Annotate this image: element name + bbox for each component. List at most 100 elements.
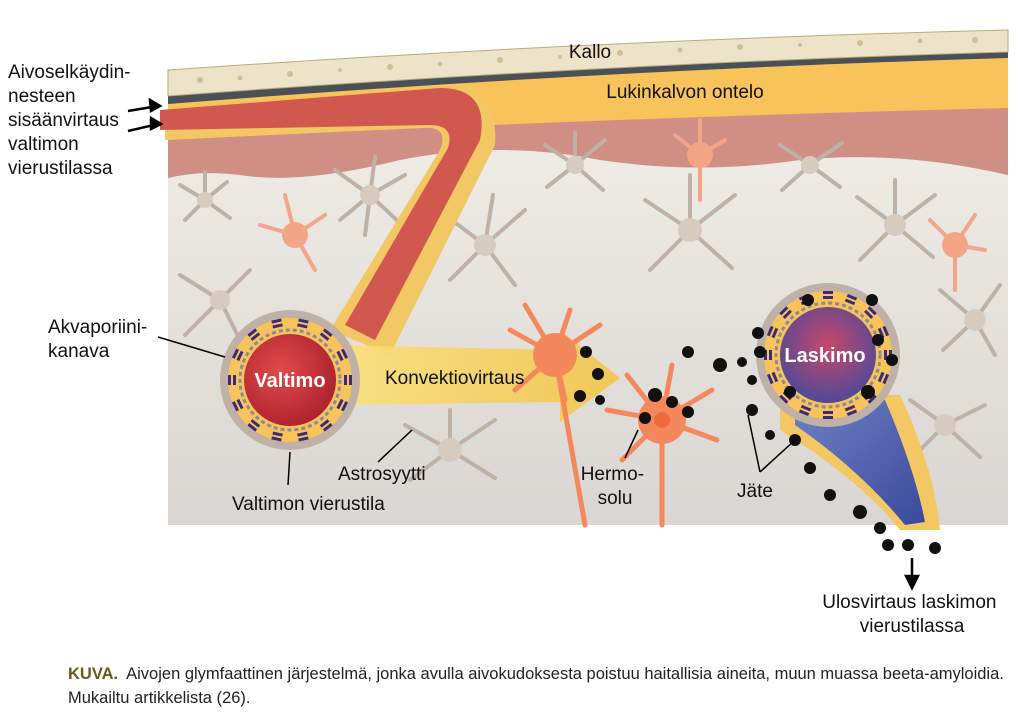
label-vein: Laskimo [784, 345, 865, 367]
aquaporin-bar [272, 431, 283, 437]
waste-particle [747, 375, 757, 385]
figure-caption: KUVA.Aivojen glymfaattinen järjestelmä, … [68, 662, 1018, 710]
caption-label: KUVA. [68, 665, 119, 683]
label-artery: Valtimo [254, 370, 325, 392]
aquaporin-bar [779, 394, 789, 404]
label-aquaporin: Akvaporiini- kanava [48, 317, 153, 362]
waste-particle [929, 542, 941, 554]
waste-particle [874, 522, 886, 534]
aquaporin-bar [771, 371, 779, 383]
waste-particle [746, 404, 758, 416]
aquaporin-bar [322, 423, 333, 432]
aquaporin-bar [297, 323, 308, 329]
aquaporin-bar [779, 306, 789, 316]
waste-particle [666, 396, 678, 408]
waste-particle [784, 386, 796, 398]
waste-particle [824, 489, 836, 501]
waste-particle [872, 334, 884, 346]
waste-particle [804, 462, 816, 474]
waste-particle-icon [574, 294, 941, 554]
aquaporin-bar [271, 318, 282, 324]
label-astrocyte: Astrosyytti [338, 464, 426, 485]
aquaporin-channel-icon [228, 318, 352, 442]
waste-particle [595, 395, 605, 405]
label-neuron: Hermo- solu [581, 464, 650, 509]
aquaporin-bar [846, 293, 858, 301]
waste-particle [713, 358, 727, 372]
aquaporin-bar [336, 350, 344, 362]
aquaporin-bar [867, 394, 877, 404]
aquaporin-bar [877, 371, 885, 383]
artery-tube [160, 88, 482, 340]
waste-particle [765, 430, 775, 440]
aquaporin-bar [867, 306, 877, 316]
waste-particle [853, 505, 867, 519]
aquaporin-bar [766, 325, 774, 337]
label-perivascular-artery: Valtimon vierustila [232, 494, 385, 515]
artery-cross-section [220, 310, 360, 450]
waste-particle [574, 390, 586, 402]
waste-particle [752, 327, 764, 339]
waste-particle [682, 406, 694, 418]
aquaporin-bar [271, 436, 282, 442]
label-csf-inflow: Aivoselkäydin- nesteen sisäänvirtaus val… [8, 62, 136, 179]
waste-particle [866, 294, 878, 306]
waste-particle [639, 412, 651, 424]
waste-particle [861, 385, 875, 399]
label-convection: Konvektiovirtaus [385, 368, 524, 389]
background-neurons [258, 118, 987, 292]
aquaporin-bar [236, 350, 244, 362]
label-skull: Kallo [569, 42, 611, 63]
skull-layer [167, 29, 1009, 97]
caption-text: Aivojen glymfaattinen järjestelmä, jonka… [68, 665, 1004, 707]
label-outflow: Ulosvirtaus laskimon vierustilassa [822, 592, 1002, 637]
aquaporin-bar [864, 309, 874, 319]
aquaporin-bar [336, 398, 344, 410]
aquaporin-bar [297, 431, 308, 437]
aquaporin-bar [844, 404, 856, 412]
waste-particle [592, 368, 604, 380]
vein-tube-inner [795, 400, 925, 525]
aquaporin-bar [231, 348, 240, 359]
aquaporin-bar [247, 328, 258, 337]
central-neurons [507, 302, 720, 528]
waste-particle [737, 357, 747, 367]
waste-particle [902, 539, 914, 551]
aquaporin-bar [846, 409, 858, 417]
aquaporin-bar [844, 298, 856, 306]
aquaporin-bar [322, 328, 333, 337]
aquaporin-bar [800, 404, 812, 412]
aquaporin-bar [319, 332, 330, 341]
label-waste: Jäte [737, 481, 773, 502]
waste-particle [882, 539, 894, 551]
aquaporin-bar [250, 332, 261, 341]
aquaporin-bar [298, 318, 309, 324]
aquaporin-bar [319, 419, 330, 428]
glymphatic-diagram: Kallo Lukinkalvon ontelo Aivoselkäydin- … [8, 29, 1009, 637]
aquaporin-bar [236, 398, 244, 410]
aquaporin-bar [882, 325, 890, 337]
leader-lines [157, 336, 796, 486]
waste-particle [886, 354, 898, 366]
waste-particle [754, 346, 766, 358]
aquaporin-bar [766, 373, 774, 385]
waste-particle [580, 346, 592, 358]
aquaporin-bar [340, 401, 349, 412]
aquaporin-bar [247, 423, 258, 432]
waste-particle [682, 346, 694, 358]
aquaporin-bar [250, 419, 261, 428]
waste-particle [648, 388, 662, 402]
background-astrocytes [178, 131, 1002, 482]
aquaporin-bar [298, 436, 309, 442]
label-subarachnoid: Lukinkalvon ontelo [606, 82, 763, 103]
aquaporin-bar [882, 373, 890, 385]
arrow-right-icon [127, 97, 164, 133]
waste-particle [802, 294, 814, 306]
artery-tube-sheath [165, 87, 496, 355]
aquaporin-bar [272, 323, 283, 329]
aquaporin-bar [771, 327, 779, 339]
arrow-down-icon [903, 558, 921, 591]
aquaporin-bar [782, 309, 792, 319]
aquaporin-bar [340, 348, 349, 359]
skull-texture [197, 37, 978, 83]
